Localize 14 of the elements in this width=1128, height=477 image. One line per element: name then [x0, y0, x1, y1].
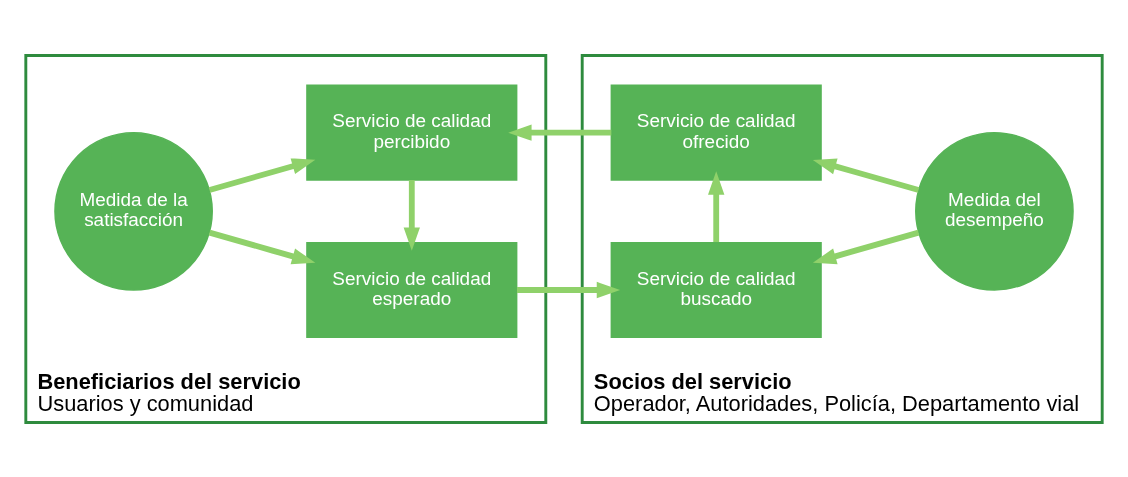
node-box: Servicio de calidad esperado — [306, 241, 518, 338]
arrow — [517, 281, 621, 298]
arrow — [508, 124, 612, 141]
node-circle: Medida de la satisfacción — [54, 131, 213, 291]
node-box: Servicio de calidad percibido — [306, 84, 518, 181]
node-circle: Medida del desempeño — [915, 131, 1074, 291]
arrow — [812, 229, 920, 264]
arrow — [208, 229, 316, 264]
arrow — [403, 179, 420, 251]
node-box: Servicio de calidad ofrecido — [610, 84, 822, 181]
arrow — [208, 157, 316, 193]
arrow — [708, 170, 725, 242]
node-box: Servicio de calidad buscado — [610, 241, 822, 338]
arrow — [812, 157, 920, 193]
